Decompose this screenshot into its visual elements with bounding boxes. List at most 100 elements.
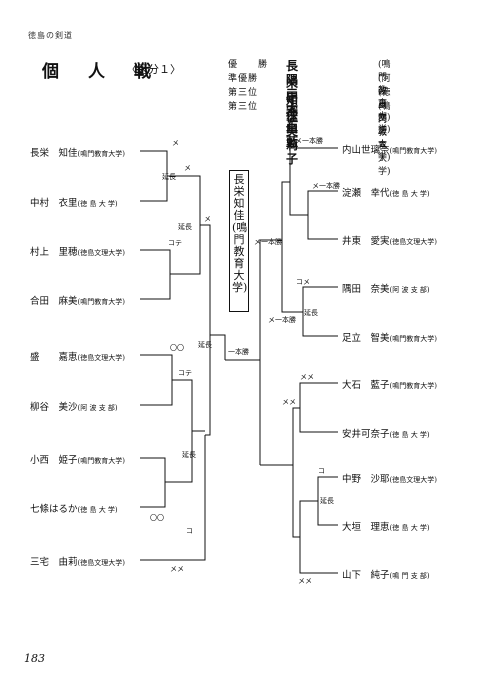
player-name: 中野 沙耶 [342,474,390,485]
score-mark: 延長 [178,223,192,231]
score-mark: コ [186,527,193,535]
score-mark: メメ [170,565,184,573]
player-school: (鳴 門 支 部) [389,572,430,580]
player-name: 盛 嘉恵 [30,352,78,363]
score-mark: メメ [298,577,312,585]
player-school: (鳴門教育大学) [389,147,437,155]
result-name: 大石藍子 [286,101,302,166]
player-name: 安井可奈子 [342,429,390,440]
player-school: (鳴門教育大学) [77,150,125,158]
player-school: (徳島文理大学) [77,354,125,362]
player-school: (鳴門教育大学) [77,457,125,465]
player-entry: 大石 藍子(鳴門教育大学) [342,377,437,391]
result-school: (阿波支部) [378,74,391,123]
player-school: (阿 波 支 部) [77,404,118,412]
player-entry: 盛 嘉恵(徳島文理大学) [30,349,125,363]
score-mark: メ [172,139,179,147]
player-school: (徳 島 大 学) [389,190,430,198]
player-entry: 足立 智美(鳴門教育大学) [342,330,437,344]
player-school: (鳴門教育大学) [77,298,125,306]
score-mark: メ一本勝 [312,182,340,190]
score-mark: コ [318,467,325,475]
player-entry: 合田 麻美(鳴門教育大学) [30,293,125,307]
player-school: (徳島文理大学) [77,249,125,257]
player-entry: 長栄 知佳(鳴門教育大学) [30,145,125,159]
player-entry: 村上 里穂(徳島文理大学) [30,244,125,258]
champion-box: 長栄知佳 (鳴門教育大学) [229,170,249,312]
score-mark: 延長 [304,309,318,317]
score-mark: 〇〇 [150,514,164,522]
score-mark: メメ [300,373,314,381]
player-entry: 淀瀬 幸代(徳 島 大 学) [342,185,430,199]
player-name: 柳谷 美沙 [30,402,78,413]
player-school: (阿 波 支 部) [389,286,430,294]
player-name: 隅田 奈美 [342,284,390,295]
player-entry: 山下 純子(鳴 門 支 部) [342,567,430,581]
player-name: 山下 純子 [342,570,390,581]
result-school: (鳴門教育大学) [378,60,391,135]
player-entry: 小西 姫子(鳴門教育大学) [30,452,125,466]
page-title: 個 人 戦 [42,62,157,82]
champion-name: 長栄知佳 [233,173,245,222]
page-number: 183 [24,652,45,665]
score-mark: 一本勝 [228,348,249,356]
player-entry: 安井可奈子(徳 島 大 学) [342,426,430,440]
result-rank: 第三位 [228,102,259,112]
player-entry: 井東 愛実(徳島文理大学) [342,233,437,247]
player-school: (鳴門教育大学) [389,335,437,343]
player-entry: 中村 衣里(徳 島 大 学) [30,195,118,209]
score-mark: メ一本勝 [295,137,323,145]
player-name: 足立 智美 [342,333,390,344]
player-entry: 内山世璃奈(鳴門教育大学) [342,142,437,156]
score-mark: 延長 [162,173,176,181]
player-name: 淀瀬 幸代 [342,188,390,199]
player-entry: 三宅 由莉(徳島文理大学) [30,554,125,568]
player-name: 中村 衣里 [30,198,78,209]
player-school: (徳 島 大 学) [77,506,118,514]
score-mark: メ一本勝 [268,316,296,324]
result-name: 三宅由莉 [286,87,302,152]
score-mark: 延長 [320,497,334,505]
score-mark: コメ [296,278,310,286]
result-school: (徳島文理大学) [378,88,391,163]
player-name: 合田 麻美 [30,296,78,307]
player-name: 村上 里穂 [30,247,78,258]
score-mark: メ [204,215,211,223]
score-mark: メメ [282,398,296,406]
result-rank: 準優勝 [228,74,259,84]
player-entry: 大垣 理恵(徳 島 大 学) [342,519,430,533]
player-name: 七條はるか [30,504,78,515]
player-entry: 隅田 奈美(阿 波 支 部) [342,281,430,295]
player-name: 井東 愛実 [342,236,390,247]
player-name: 小西 姫子 [30,455,78,466]
running-title: 徳島の剣道 [28,31,73,40]
player-entry: 柳谷 美沙(阿 波 支 部) [30,399,118,413]
score-mark: コテ [178,369,192,377]
score-mark: 〇〇 [170,344,184,352]
player-school: (徳島文理大学) [389,476,437,484]
result-name: 長栄知佳 [286,59,302,124]
player-school: (鳴門教育大学) [389,382,437,390]
player-name: 長栄 知佳 [30,148,78,159]
result-school: (鳴門教育大学) [378,102,391,177]
player-school: (徳 島 大 学) [389,431,430,439]
result-rank: 第三位 [228,88,259,98]
player-name: 大垣 理恵 [342,522,390,533]
result-name: 隅田奈美 [286,73,302,138]
player-school: (徳島文理大学) [77,559,125,567]
score-mark: 延長 [198,341,212,349]
champion-school: (鳴門教育大学) [232,221,248,294]
player-school: (徳 島 大 学) [389,524,430,532]
score-mark: メ [184,164,191,172]
result-rank: 優 勝 [228,60,269,70]
score-mark: 延長 [182,451,196,459]
player-school: (徳 島 大 学) [77,200,118,208]
score-mark: メ一本勝 [254,238,282,246]
player-name: 内山世璃奈 [342,145,390,156]
player-name: 大石 藍子 [342,380,390,391]
player-school: (徳島文理大学) [389,238,437,246]
player-name: 三宅 由莉 [30,557,78,568]
player-entry: 七條はるか(徳 島 大 学) [30,501,118,515]
player-entry: 中野 沙耶(徳島文理大学) [342,471,437,485]
